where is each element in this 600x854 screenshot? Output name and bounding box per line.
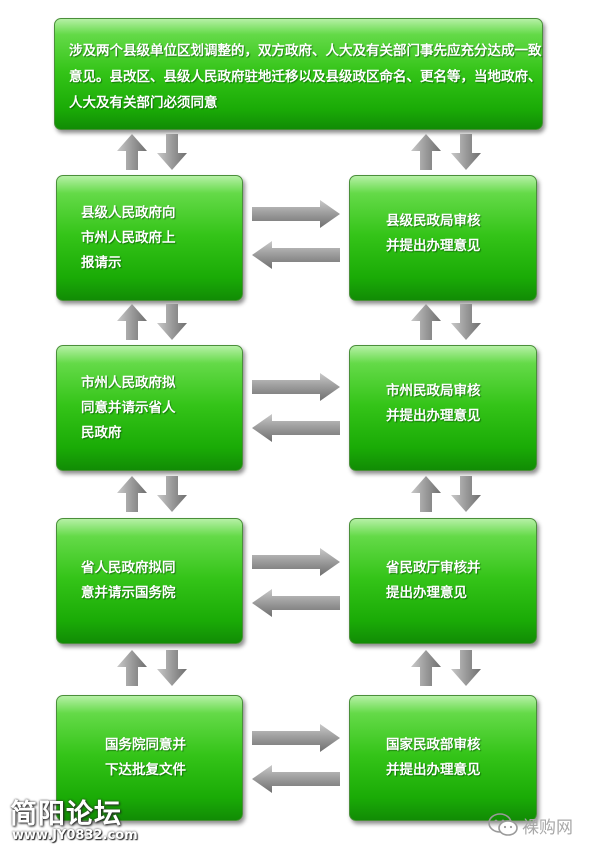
step-box-city-government: 市州人民政府拟 同意并请示省人 民政府 (56, 345, 243, 471)
arrow-down-icon (451, 650, 481, 686)
arrow-right-icon (252, 724, 340, 752)
arrow-right-icon (252, 373, 340, 401)
watermark-forum-title: 简阳论坛 (10, 799, 122, 830)
step-box-provincial-government: 省人民政府拟同 意并请示国务院 (56, 518, 243, 644)
watermark-site-name: 裸购网 (522, 818, 573, 838)
step-box-state-council: 国务院同意并 下达批复文件 (56, 695, 243, 821)
step-text-city-government: 市州人民政府拟 同意并请示省人 民政府 (81, 375, 176, 441)
arrow-left-icon (252, 241, 340, 269)
arrow-down-icon (157, 650, 187, 686)
step-box-ministry-civil-affairs: 国家民政部审核 并提出办理意见 (349, 695, 537, 821)
step-text-county-government: 县级人民政府向 市州人民政府上 报请示 (81, 205, 176, 271)
arrow-up-icon (117, 650, 147, 686)
top-requirement-box: 涉及两个县级单位区划调整的，双方政府、人大及有关部门事先应充分达成一致意见。县改… (54, 18, 543, 130)
step-text-provincial-civil-affairs: 省民政厅审核并 提出办理意见 (386, 560, 481, 601)
arrow-down-icon (451, 476, 481, 512)
arrow-down-icon (157, 134, 187, 170)
step-text-ministry-civil-affairs: 国家民政部审核 并提出办理意见 (386, 737, 481, 778)
arrow-down-icon (157, 476, 187, 512)
step-text-provincial-government: 省人民政府拟同 意并请示国务院 (81, 560, 176, 601)
step-box-county-government: 县级人民政府向 市州人民政府上 报请示 (56, 175, 243, 301)
arrow-up-icon (411, 304, 441, 340)
step-box-city-civil-affairs: 市州民政局审核 并提出办理意见 (349, 345, 537, 471)
arrow-right-icon (252, 548, 340, 576)
arrow-down-icon (157, 304, 187, 340)
arrow-left-icon (252, 765, 340, 793)
arrow-up-icon (117, 134, 147, 170)
arrow-left-icon (252, 589, 340, 617)
arrow-down-icon (451, 304, 481, 340)
arrow-left-icon (252, 414, 340, 442)
step-text-county-civil-affairs: 县级民政局审核 并提出办理意见 (386, 213, 481, 254)
watermark-forum-logo: 简阳论坛 www.JY0832.com (0, 790, 150, 854)
arrow-up-icon (411, 650, 441, 686)
step-text-state-council: 国务院同意并 下达批复文件 (105, 737, 186, 778)
step-text-city-civil-affairs: 市州民政局审核 并提出办理意见 (386, 383, 481, 424)
arrow-up-icon (117, 304, 147, 340)
watermark-wechat: 裸购网 (488, 810, 600, 840)
wechat-icon (488, 813, 518, 836)
step-box-provincial-civil-affairs: 省民政厅审核并 提出办理意见 (349, 518, 537, 644)
arrow-up-icon (117, 476, 147, 512)
arrow-up-icon (411, 134, 441, 170)
arrow-down-icon (451, 134, 481, 170)
arrow-right-icon (252, 200, 340, 228)
top-requirement-text: 涉及两个县级单位区划调整的，双方政府、人大及有关部门事先应充分达成一致意见。县改… (69, 43, 542, 111)
step-box-county-civil-affairs: 县级民政局审核 并提出办理意见 (349, 175, 537, 301)
watermark-forum-url: www.JY0832.com (12, 828, 138, 843)
arrow-up-icon (411, 476, 441, 512)
